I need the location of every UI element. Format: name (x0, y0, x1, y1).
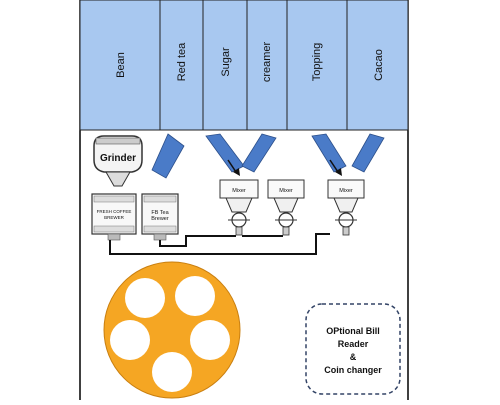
brewer-label-line1: FRESH COFFEE (97, 209, 132, 214)
arrow-to-mixer-1 (227, 159, 237, 173)
brewer-label-line2: BREWER (104, 215, 125, 220)
grinder-top-band (95, 137, 141, 145)
bill-reader-line3: & (350, 352, 357, 362)
brewer-label-line1: FB Tea (151, 210, 169, 216)
canister-creamer: creamer (246, 0, 288, 131)
bill-reader-box: OPtional Bill Reader & Coin changer (305, 303, 401, 395)
bill-reader-border (305, 303, 401, 395)
cup-slot (152, 352, 192, 392)
chute-cacao (351, 133, 385, 173)
canister-label: Sugar (220, 47, 232, 77)
chutes (151, 133, 385, 179)
chute-creamer (241, 133, 277, 173)
bill-reader-line2: Reader (338, 339, 369, 349)
cup-slot (125, 278, 165, 318)
mixer-3: Mixer (327, 179, 365, 236)
canister-sugar: Sugar (202, 0, 248, 131)
bill-reader-line4: Coin changer (324, 365, 382, 375)
tea-brewer: FB Tea Brewer (141, 193, 179, 241)
cup-slot (190, 320, 230, 360)
chute-red-tea (151, 133, 185, 179)
canister-row: Bean Red tea Sugar creamer Topping Cacao (79, 0, 409, 131)
mixer-label: Mixer (232, 188, 246, 194)
canister-label: Bean (115, 52, 127, 78)
grinder-outlet (105, 171, 131, 187)
brewer-label-line2: Brewer (151, 216, 169, 222)
grinder-body (93, 135, 143, 173)
chute-sugar (205, 133, 245, 173)
arrow-to-mixer-3 (329, 159, 339, 173)
flow-arrows (227, 159, 342, 176)
canister-label: Topping (311, 43, 323, 82)
grinder-label: Grinder (100, 153, 136, 164)
mixer-2: Mixer (267, 179, 305, 236)
canister-cacao: Cacao (346, 0, 409, 131)
mixer-1: Mixer (219, 179, 259, 236)
output-pipes (109, 233, 330, 255)
coffee-brewer: FRESH COFFEE BREWER (91, 193, 137, 241)
mixer-label: Mixer (339, 188, 353, 194)
canister-label: creamer (261, 41, 273, 82)
cup-slot (175, 276, 215, 316)
canister-label: Cacao (373, 49, 385, 81)
canister-red-tea: Red tea (159, 0, 204, 131)
bill-reader-line1: OPtional Bill (326, 326, 380, 336)
canister-bean: Bean (79, 0, 161, 131)
canister-label: Red tea (176, 42, 188, 81)
pipe-tea (159, 235, 236, 247)
chute-topping (311, 133, 347, 173)
cup-tray (103, 261, 241, 399)
cup-slot (110, 320, 150, 360)
pipe-main (109, 233, 330, 255)
grinder: Grinder (93, 135, 143, 187)
mixer-label: Mixer (279, 188, 293, 194)
canister-topping: Topping (286, 0, 348, 131)
